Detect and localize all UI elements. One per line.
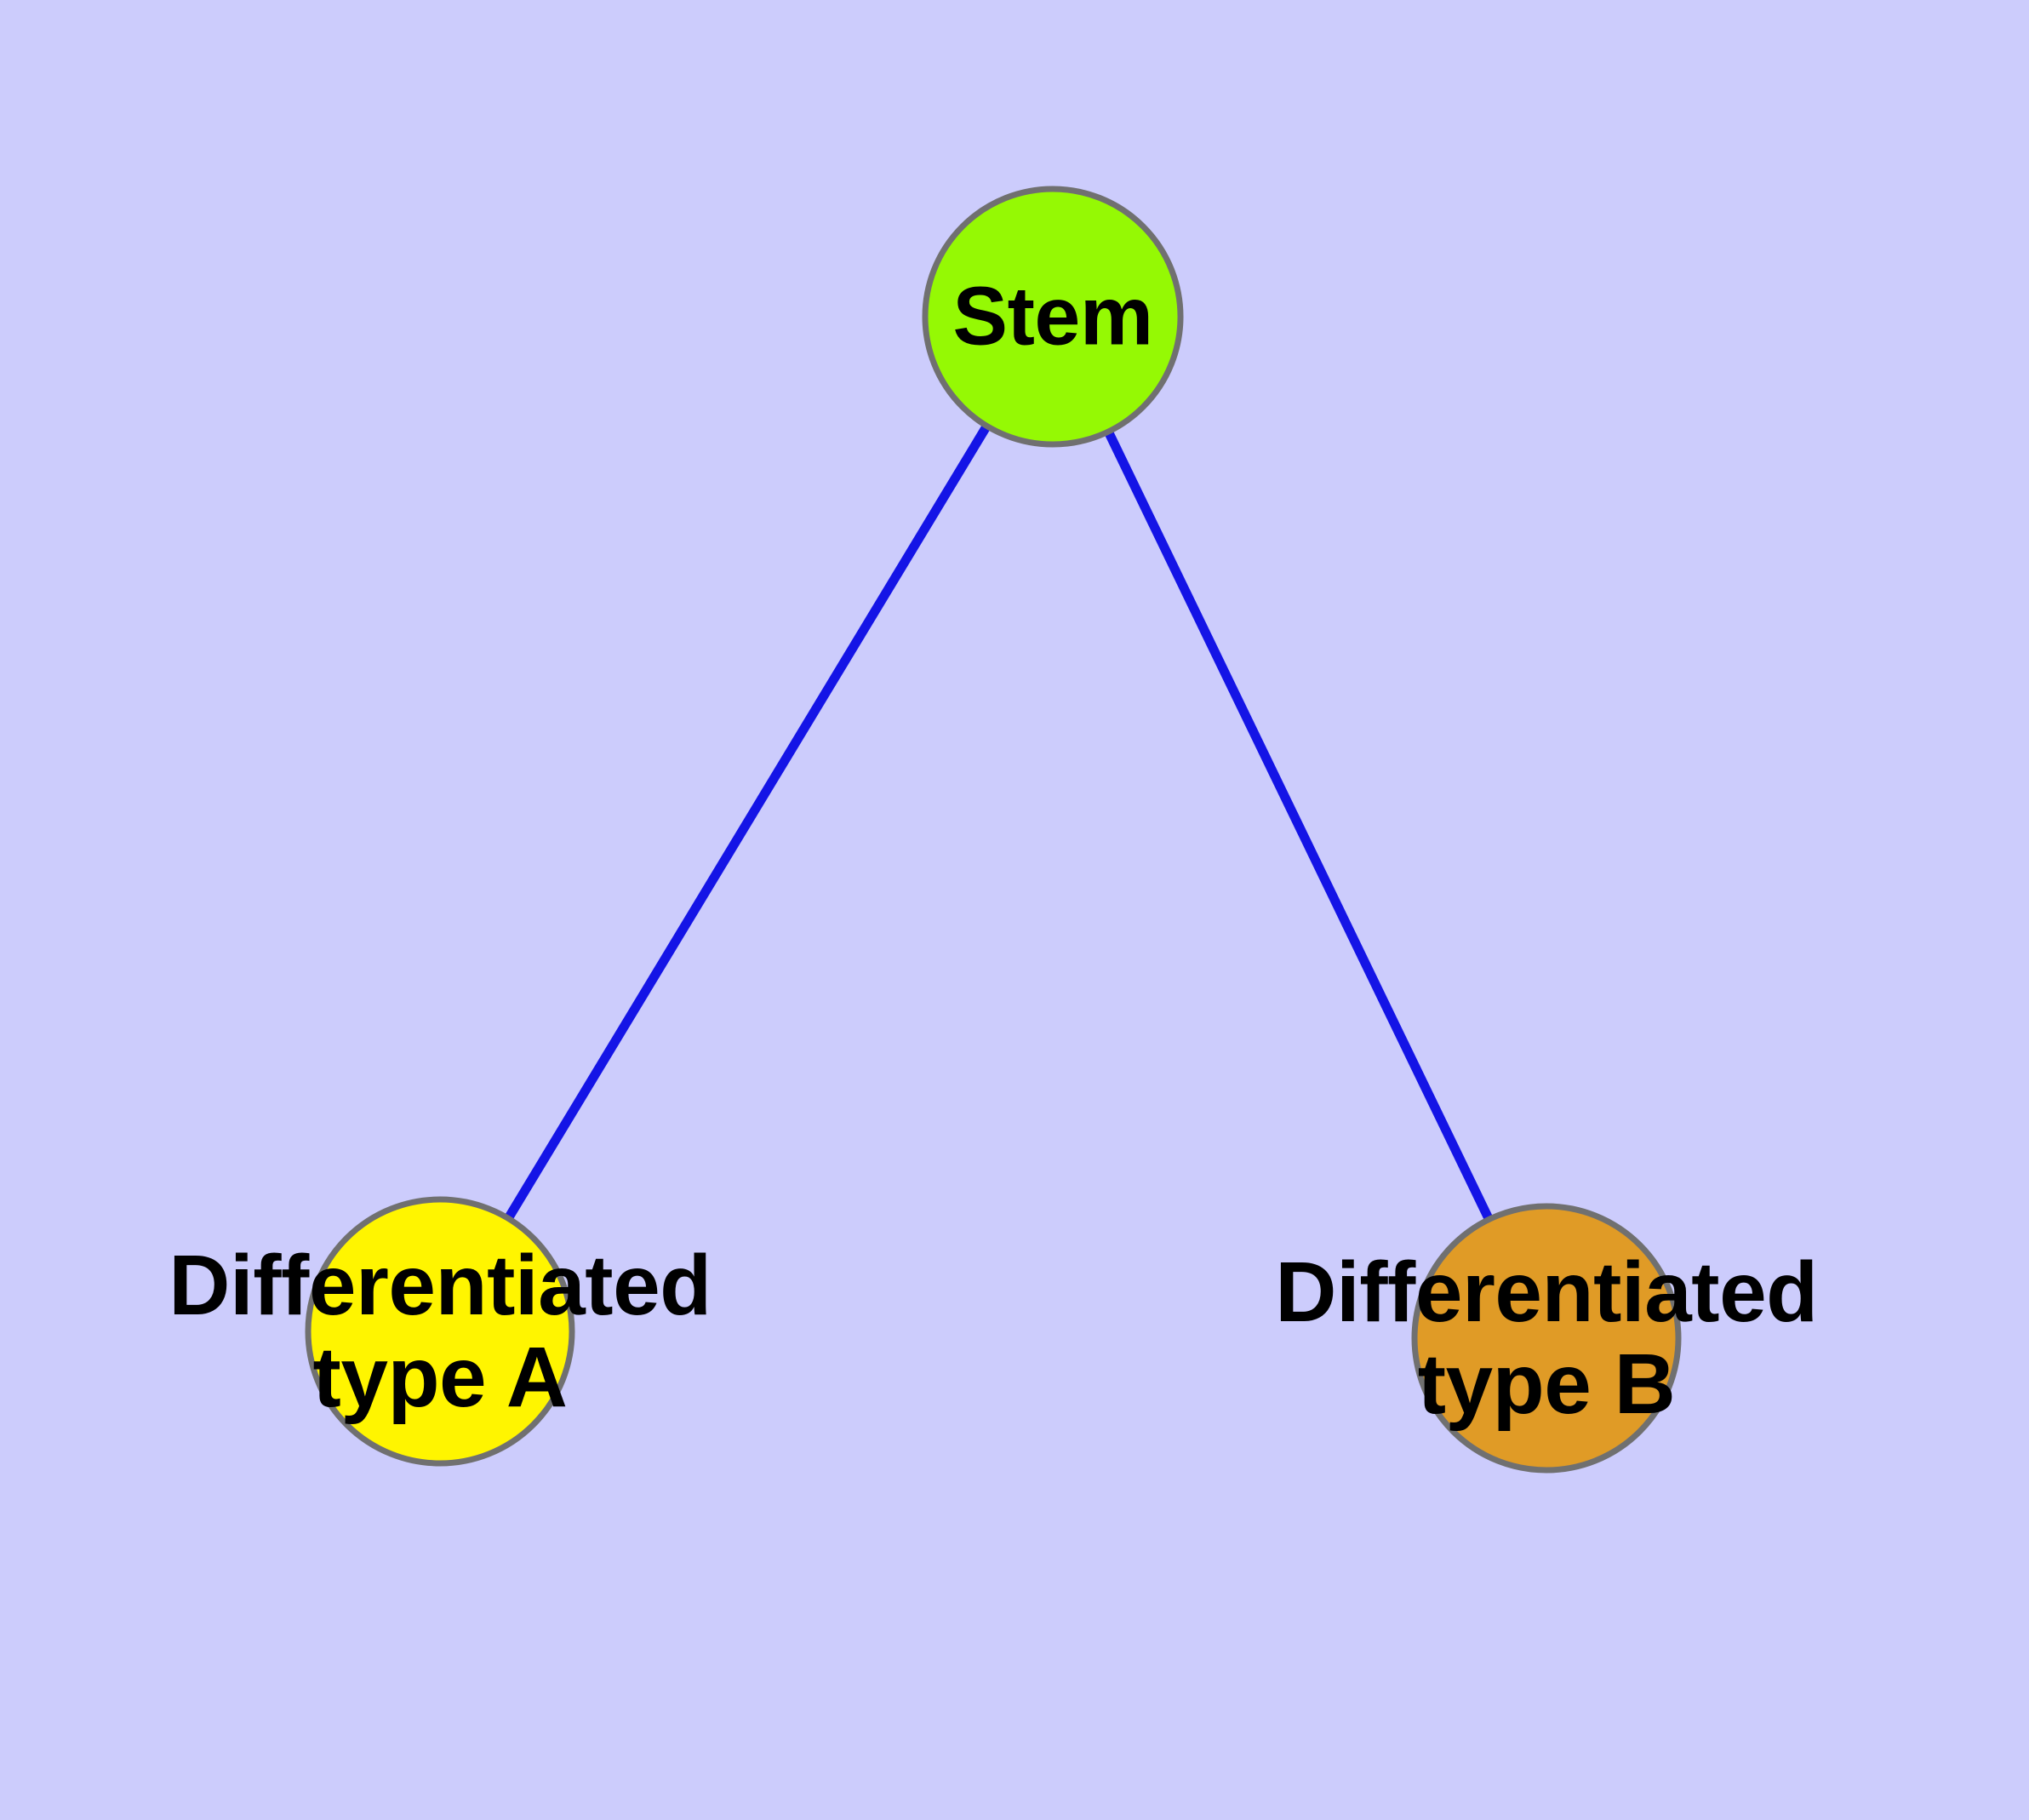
graph-node-stem[interactable]: [922, 186, 1184, 448]
graph-node-diff_a[interactable]: [305, 1196, 575, 1467]
graph-node-diff_b[interactable]: [1411, 1203, 1682, 1474]
graph-edge[interactable]: [1049, 314, 1551, 1341]
graph-edge[interactable]: [436, 314, 1057, 1334]
nodes-layer: [305, 186, 1682, 1474]
edges-layer: [436, 314, 1551, 1341]
